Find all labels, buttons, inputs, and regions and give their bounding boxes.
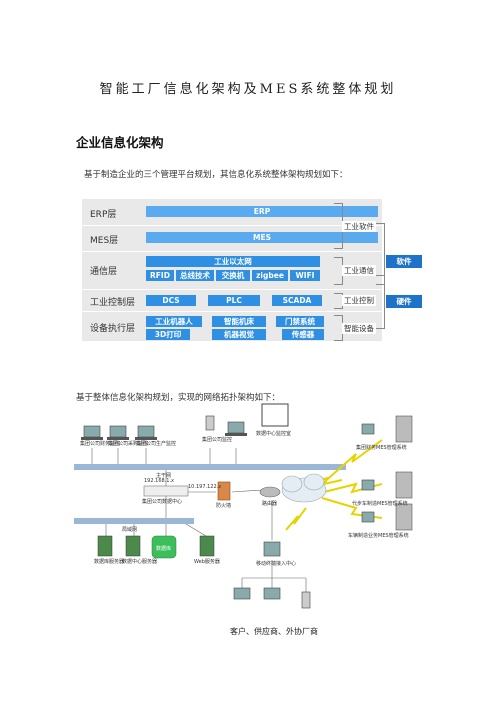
badge-software: 软件	[386, 255, 422, 268]
bar-dcs: DCS	[146, 295, 196, 306]
network-topology-diagram: 集团公司财务监控 集团公司采购监控 集团公司生产监控 集团公司监控 数据中心监控…	[66, 400, 430, 640]
bar-zigbee: zigbee	[252, 270, 288, 281]
label-web-server: Web服务器	[194, 559, 220, 565]
label-datacenter: 集团公司数据中心	[142, 499, 183, 505]
screen-icon	[261, 403, 289, 427]
bar-mes: MES	[146, 232, 378, 243]
badge-hardware: 硬件	[386, 295, 422, 308]
label-database: 数据库	[156, 546, 172, 552]
label-industrial-software: 工业软件	[342, 221, 376, 232]
mobile-center-pc-icon	[263, 541, 281, 557]
label-group-monitor: 集团公司监控	[202, 437, 233, 443]
label-ip2: 10.197.122.x	[188, 484, 222, 490]
intro-paragraph: 基于制造企业的三个管理平台规划，其信息化系统整体架构规划如下：	[84, 170, 348, 180]
network-paragraph: 基于整体信息化架构规划，实现的网络拓扑架构如下：	[76, 393, 281, 403]
bar-switch: 交换机	[216, 270, 250, 281]
bar-3dprint: 3D打印	[146, 329, 190, 340]
label-remote-2: 代步车制造MES管理系统	[352, 501, 408, 507]
server-icons	[97, 535, 215, 559]
firewall-icon	[217, 481, 231, 501]
label-router: 路由器	[262, 501, 278, 507]
architecture-diagram: ERP层 ERP MES层 MES 通信层 工业以太网 RFID 总线技术 交换…	[82, 195, 422, 347]
bar-rfid: RFID	[146, 270, 174, 281]
layer-label-mes: MES层	[90, 236, 119, 246]
label-ip1: 192.168.1.x	[144, 478, 174, 484]
router-icon	[259, 486, 281, 498]
bar-vision: 机器视觉	[212, 329, 266, 340]
label-backbone: 主干网	[156, 473, 172, 479]
bar-erp: ERP	[146, 206, 378, 217]
document-title: 智能工厂信息化架构及MES系统整体规划	[99, 82, 397, 97]
label-firewall: 防火墙	[216, 503, 232, 509]
label-datacenter-screen: 数据中心监控室	[256, 431, 292, 437]
layer-row-control: 工业控制层	[82, 289, 382, 312]
bar-plc: PLC	[208, 295, 260, 306]
bracket-hard-group	[376, 275, 385, 329]
label-db-server: 数据库服务器	[94, 559, 125, 565]
label-lan: 局域网	[122, 527, 138, 533]
label-industrial-comm: 工业通信	[342, 265, 376, 276]
label-smart-device: 智能设备	[342, 323, 376, 334]
bar-wifi: WIFI	[290, 270, 320, 281]
remote-server-icons	[395, 415, 413, 531]
backbone-bar	[74, 464, 346, 470]
label-industrial-control: 工业控制	[342, 295, 376, 306]
layer-row-comm: 通信层	[82, 251, 382, 290]
bar-sensor: 传感器	[282, 329, 324, 340]
label-mobile-center: 移动终端接入中心	[256, 561, 297, 567]
bar-ethernet: 工业以太网	[146, 256, 320, 267]
layer-label-control: 工业控制层	[90, 298, 136, 308]
bar-robot: 工业机器人	[146, 316, 202, 327]
label-remote-3: 车辆制造业务MES管理系统	[348, 533, 409, 539]
layer-label-comm: 通信层	[90, 267, 118, 277]
partner-device-icons	[233, 587, 311, 609]
bar-gate: 门禁系统	[276, 316, 324, 327]
bar-bus: 总线技术	[176, 270, 214, 281]
lan-bar	[74, 518, 194, 524]
layer-label-device: 设备执行层	[90, 324, 136, 334]
network-lines	[74, 403, 413, 609]
remote-pc-icons	[361, 423, 375, 523]
label-finance-monitor: 集团公司财务监控	[80, 441, 121, 447]
layer-row-erp: ERP层	[82, 199, 382, 226]
bar-scada: SCADA	[272, 295, 322, 306]
datacenter-device-icon	[143, 485, 189, 497]
label-dc-server: 数据中心服务器	[122, 559, 158, 565]
layer-row-device: 设备执行层	[82, 311, 382, 341]
internet-cloud-icon	[281, 473, 327, 503]
laptop-icons	[81, 415, 247, 440]
section-heading: 企业信息化架构	[76, 135, 164, 150]
bar-machine: 智能机床	[212, 316, 266, 327]
layer-label-erp: ERP层	[90, 210, 117, 220]
label-partners: 客户、供应商、外协厂商	[230, 627, 318, 636]
label-production-monitor: 集团公司生产监控	[136, 441, 177, 447]
layer-row-mes: MES层	[82, 225, 382, 252]
label-remote-1: 集团财务MES管理系统	[356, 445, 407, 451]
label-purchase-monitor: 集团公司采购监控	[108, 441, 149, 447]
bracket-soft-group	[376, 223, 385, 285]
